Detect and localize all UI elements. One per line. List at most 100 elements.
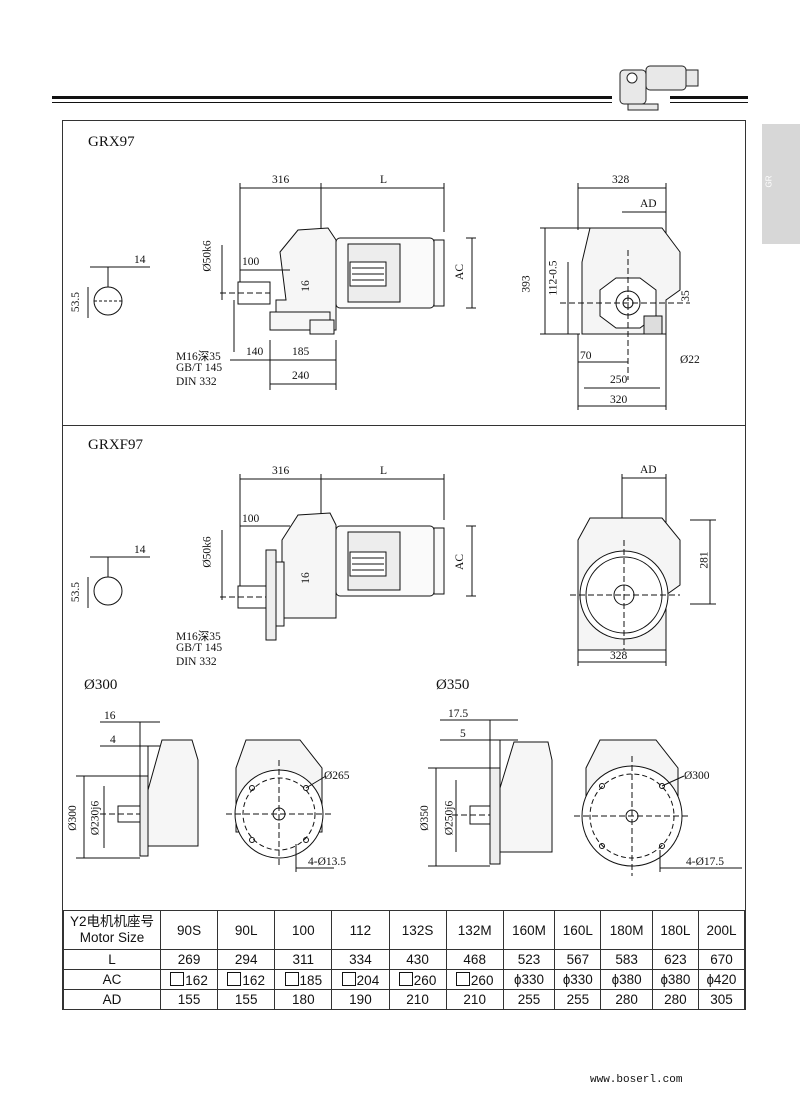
table-cell: ɸ330 <box>554 969 602 990</box>
flange300-dim-4: 4 <box>110 734 116 746</box>
flange300-holes: 4-Ø13.5 <box>308 856 347 868</box>
thread-spec-line2: GB/T 145 <box>176 362 223 374</box>
grx97-end-view <box>540 183 690 410</box>
flange300-pilot-dia: Ø230j6 <box>89 800 102 836</box>
table-cell: 155 <box>217 989 276 1010</box>
key-width-label: 14 <box>134 254 146 266</box>
dim-112-label: 112-0.5 <box>547 260 560 296</box>
table-cell: 260 <box>388 969 447 990</box>
table-header-cell: 112 <box>331 910 390 950</box>
website-url[interactable]: www.boserl.com <box>590 1074 683 1086</box>
table-cell-value: 185 <box>299 972 323 988</box>
flange350-front <box>574 739 742 876</box>
table-header-cn: Y2电机机座号 <box>69 914 154 929</box>
table-header-cell: 160M <box>502 910 556 950</box>
square-icon <box>227 971 242 986</box>
flange350-title: Ø350 <box>436 677 470 693</box>
flange350-dim-17-5: 17.5 <box>448 708 469 720</box>
table-cell: 468 <box>445 949 504 970</box>
dim-316-label-2: 316 <box>272 465 290 477</box>
header-rule-thin <box>52 102 612 103</box>
dim-316-label: 316 <box>272 174 290 186</box>
drawing-frame <box>62 120 746 1010</box>
section-separator <box>62 425 746 426</box>
dim-AC-label-2: AC <box>453 554 466 570</box>
thread-spec-line1: M16深35 <box>176 351 221 363</box>
thread-spec-line2-2: GB/T 145 <box>176 642 223 654</box>
section2-title: GRXF97 <box>88 437 144 453</box>
grxf97-end-view <box>570 474 716 666</box>
table-cell-value: 162 <box>242 972 265 988</box>
dim-35-label: 35 <box>679 290 692 302</box>
table-cell: 155 <box>159 989 219 1010</box>
shaft-diameter-label-2: Ø50k6 <box>201 536 214 568</box>
key-height-label-2: 53.5 <box>70 581 83 603</box>
dim-AC-label: AC <box>453 264 466 280</box>
thread-spec-line3-2: DIN 332 <box>176 656 217 668</box>
table-header-cell: 180L <box>651 910 699 950</box>
table-cell: ɸ330 <box>502 969 556 990</box>
flange300-pcd: Ø265 <box>324 770 350 782</box>
square-icon <box>341 971 356 986</box>
thread-spec-line3: DIN 332 <box>176 376 217 388</box>
flange300-side <box>76 721 199 859</box>
gear-motor-thumbnail <box>619 65 699 111</box>
table-cell: 623 <box>651 949 699 970</box>
flange300-dim-16: 16 <box>104 710 116 722</box>
dim-100-label-2: 100 <box>242 513 260 525</box>
table-cell: 180 <box>274 989 333 1010</box>
dim-328-label-2: 328 <box>610 650 628 662</box>
flange350-side <box>428 719 553 867</box>
dim-L-label-2: L <box>380 465 388 477</box>
table-header-label: Y2电机机座号 Motor Size <box>63 910 161 950</box>
flange300-title: Ø300 <box>84 677 118 693</box>
square-icon <box>455 971 470 986</box>
dim-16-label-2: 16 <box>299 572 312 584</box>
key-width-label-2: 14 <box>134 544 146 556</box>
table-row: AD 155 155 180 190 210 210 255 255 280 2… <box>63 989 746 1010</box>
table-cell: 305 <box>697 989 746 1010</box>
dim-100-label: 100 <box>242 256 260 268</box>
flange350-holes: 4-Ø17.5 <box>686 856 725 868</box>
table-header-cell: 90L <box>217 910 276 950</box>
header-rule-right <box>670 96 748 99</box>
table-cell: 523 <box>502 949 556 970</box>
table-header-cell: 180M <box>600 910 653 950</box>
section-tab <box>762 124 800 244</box>
table-cell: 294 <box>217 949 276 970</box>
dim-22-label: Ø22 <box>680 354 700 366</box>
table-cell: ɸ380 <box>651 969 699 990</box>
table-cell-value: 162 <box>185 972 208 988</box>
table-cell: 311 <box>274 949 333 970</box>
dim-281-label: 281 <box>698 551 711 569</box>
table-header-row: Y2电机机座号 Motor Size 90S 90L 100 112 132S … <box>63 910 746 950</box>
dim-AD-label: AD <box>640 198 657 210</box>
table-row-label: AD <box>63 989 161 1010</box>
table-cell: 162 <box>159 969 219 990</box>
dim-240-label: 240 <box>292 370 310 382</box>
shaft-diameter-label: Ø50k6 <box>201 240 214 272</box>
dim-328-label: 328 <box>612 174 630 186</box>
table-header-cell: 100 <box>274 910 333 950</box>
table-cell-value: 260 <box>413 972 437 988</box>
dim-250-label: 250 <box>610 374 628 386</box>
table-cell: 210 <box>445 989 504 1010</box>
table-cell: ɸ420 <box>697 969 746 990</box>
dim-16-label: 16 <box>299 280 312 292</box>
flange350-pcd: Ø300 <box>684 770 710 782</box>
header-rule <box>52 96 612 99</box>
table-cell-value: 260 <box>470 972 494 988</box>
table-cell: 567 <box>554 949 602 970</box>
table-cell: 280 <box>651 989 699 1010</box>
square-icon <box>398 971 413 986</box>
table-header-en: Motor Size <box>79 930 145 945</box>
table-header-cell: 90S <box>159 910 219 950</box>
dim-L-label: L <box>380 174 388 186</box>
table-cell: 334 <box>331 949 390 970</box>
dim-393-label: 393 <box>520 275 533 293</box>
table-cell: 670 <box>697 949 746 970</box>
table-cell: 255 <box>554 989 602 1010</box>
table-cell: 210 <box>388 989 447 1010</box>
table-cell: 430 <box>388 949 447 970</box>
